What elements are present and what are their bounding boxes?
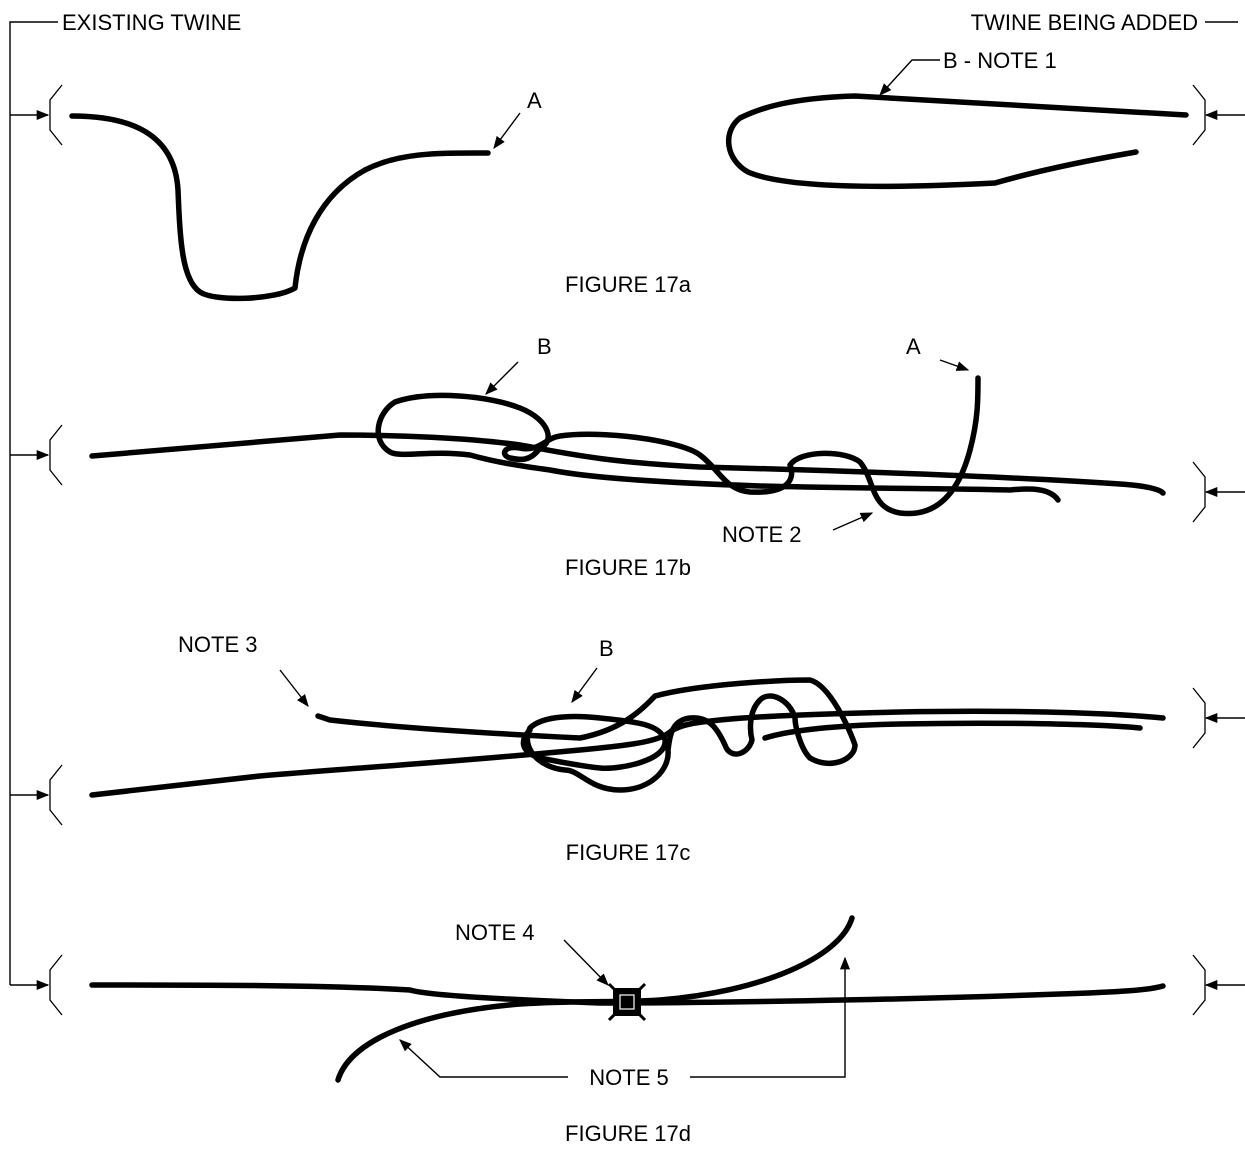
existing-twine-label: EXISTING TWINE [62,10,241,35]
label-b-17b: B [537,334,552,359]
added-twine-bracket [1204,21,1245,991]
brace-right-17a [1192,84,1206,146]
arrow-a-17a [493,112,521,150]
arrow-note4 [563,939,609,986]
arrow-note3 [279,669,309,707]
arrow-note5-left [399,1039,568,1078]
existing-twine-bracket [9,21,58,991]
caption-17c: FIGURE 17c [566,840,691,865]
added-twine-17d [335,915,855,1083]
existing-twine-trunk-line [9,21,58,985]
arrow-b-note1 [879,59,940,96]
added-twine-tail-17c [762,720,1143,741]
brace-left-17c [49,764,63,826]
existing-twine-17a [69,113,491,302]
existing-twine-17b [89,432,1166,496]
left-braces [49,84,63,1016]
added-twine-17b [375,375,1061,517]
figure-17a: A B - NOTE 1 FIGURE 17a [69,48,1189,302]
label-note4: NOTE 4 [455,920,534,945]
added-twine-label: TWINE BEING ADDED [971,10,1198,35]
brace-left-17d [49,954,63,1016]
label-b-note1: B - NOTE 1 [943,48,1057,73]
added-twine-17a [725,93,1189,190]
brace-left-17b [49,424,63,486]
arrow-b-17c [571,667,598,704]
arrow-note2 [832,512,874,531]
existing-twine-17c [89,708,1166,798]
brace-right-17d [1192,954,1206,1016]
caption-17a: FIGURE 17a [565,272,692,297]
brace-right-17c [1192,687,1206,749]
brace-left-17a [49,84,63,146]
brace-right-17b [1192,461,1206,523]
added-twine-17c [315,677,858,793]
figure-17d: NOTE 4 NOTE 5 FIGURE 17d [89,915,1166,1146]
caption-17b: FIGURE 17b [565,555,691,580]
label-note3: NOTE 3 [178,632,257,657]
right-braces [1192,84,1206,1016]
label-a-17b: A [906,334,921,359]
caption-17d: FIGURE 17d [565,1121,691,1146]
figure-17b: B A NOTE 2 FIGURE 17b [89,334,1166,580]
figure-17c: NOTE 3 B FIGURE 17c [89,632,1166,865]
arrow-note5-right [690,956,851,1078]
arrow-b-17b [485,361,519,395]
label-note2: NOTE 2 [722,522,801,547]
knot-icon [607,982,647,1022]
arrow-a-17b [939,359,970,371]
label-b-17c: B [599,636,614,661]
label-note5: NOTE 5 [589,1065,668,1090]
label-a-17a: A [527,88,542,113]
